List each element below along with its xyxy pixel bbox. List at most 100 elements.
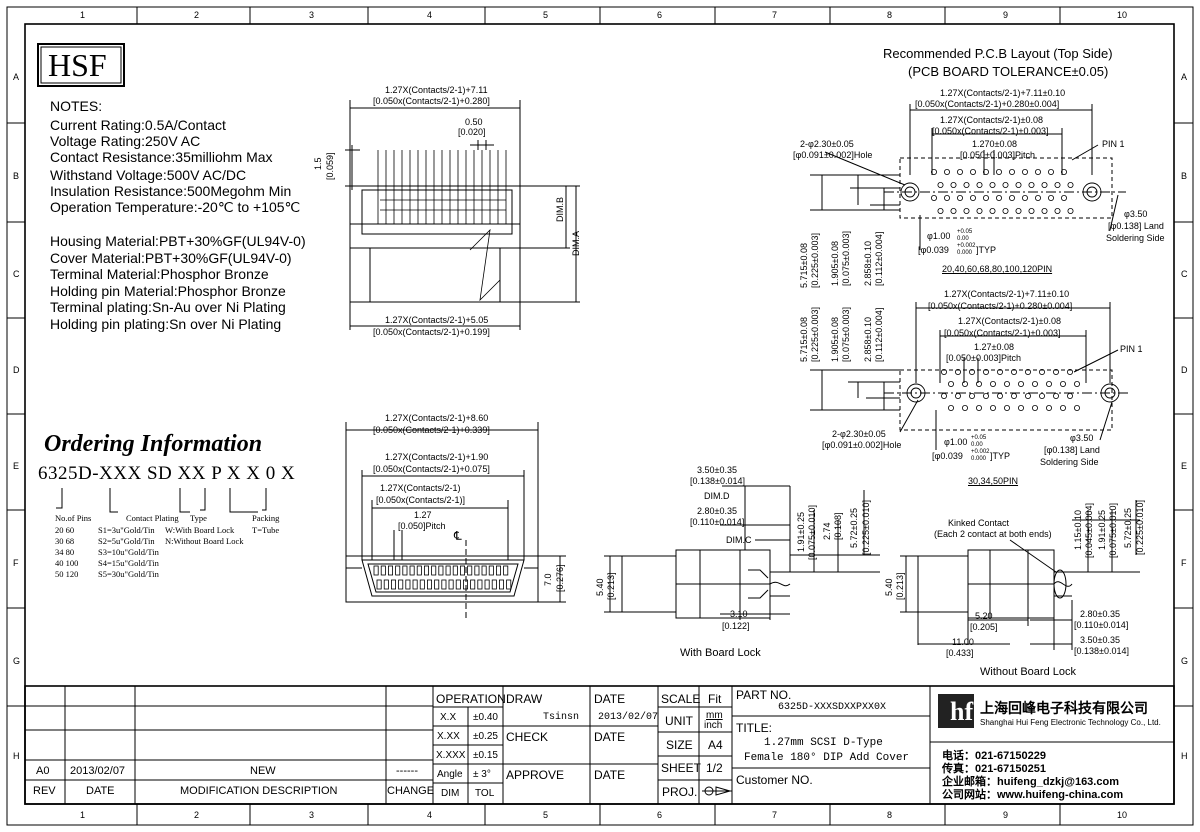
pcb-hole: [990, 404, 997, 411]
dim-label: 1.27X(Contacts/2-1)±0.08: [940, 115, 1043, 125]
tol-key: X.XX: [437, 731, 460, 742]
dim-label-cell: DIM: [441, 788, 460, 799]
contact-slot: [402, 565, 408, 576]
pins-option: 40 100: [55, 558, 79, 568]
pcb-hole: [1067, 392, 1074, 399]
grid-row-label: G: [13, 656, 21, 666]
dim-label: 2.858±0.10: [863, 317, 873, 362]
pcb-hole: [1018, 380, 1025, 387]
drawing-title-line2: Female 180° DIP Add Cover: [744, 752, 910, 764]
customer-label: Customer NO.: [736, 773, 813, 787]
dim-label: 1.27X(Contacts/2-1)+7.11: [385, 85, 488, 95]
change-header: CHANGE: [387, 785, 435, 797]
note-line: Withstand Voltage:500V AC/DC: [50, 167, 247, 183]
pcb-hole: [1025, 368, 1032, 375]
rev-date: 2013/02/07: [70, 765, 126, 777]
contact-slot: [423, 565, 429, 576]
grid-col-label: 10: [1117, 810, 1128, 820]
contact-slot: [448, 579, 454, 590]
pcb-hole: [1039, 368, 1046, 375]
typ-dia: φ1.00: [944, 437, 968, 447]
dim-label: [0.205]: [970, 622, 998, 632]
dim-label: 3.50±0.35: [697, 465, 737, 475]
grid-row-label: E: [1181, 461, 1188, 471]
material-line: Terminal plating:Sn-Au over Ni Plating: [50, 299, 286, 315]
draw-label: DRAW: [506, 692, 543, 706]
dim-label: [0.276]: [555, 564, 565, 592]
pcb-hole: [957, 168, 964, 175]
grid-col-label: 4: [427, 810, 433, 820]
size-value: A4: [708, 738, 723, 752]
typ-dia: ]TYP: [976, 245, 997, 255]
dim-label: [0.225±0.010]: [861, 500, 871, 555]
pcb-hole: [1054, 181, 1061, 188]
dim-label: [0.050x(Contacts/2-1)+0.339]: [373, 425, 490, 435]
pcb-hole: [983, 168, 990, 175]
contact-slot: [452, 565, 458, 576]
view-caption: Without Board Lock: [980, 666, 1076, 678]
grid-row-label: B: [1181, 171, 1188, 181]
dim-label: DIM.A: [571, 230, 581, 256]
tol-up: +0.05: [957, 229, 973, 235]
dim-label: 1.5: [313, 157, 323, 170]
typ-dia: φ1.00: [927, 231, 951, 241]
dim-label: Soldering Side: [1106, 233, 1165, 243]
dim-label: 1.270±0.08: [972, 139, 1017, 149]
pcb-hole: [1028, 181, 1035, 188]
dim-label: 1.27X(Contacts/2-1)+8.60: [385, 413, 489, 423]
col-type: Type: [190, 513, 207, 523]
date-label: DATE: [594, 692, 626, 706]
pcb-hole: [1053, 392, 1060, 399]
title-label: TITLE:: [736, 721, 773, 735]
pcb-hole: [955, 392, 962, 399]
dim-label: [0.050x(Contacts/2-1)±0.003]: [944, 328, 1061, 338]
dim-label: [φ0.091±0.002]Hole: [793, 150, 873, 160]
note-line: Contact Resistance:35milliohm Max: [50, 149, 273, 165]
contact-slot: [434, 579, 440, 590]
drawer-name: Tsinsn: [543, 712, 580, 723]
grid-row-label: A: [13, 72, 20, 82]
pcb-hole: [948, 404, 955, 411]
note-line: Current Rating:0.5A/Contact: [50, 117, 226, 133]
svg-text:hf: hf: [950, 697, 973, 726]
tol-up: +0.002: [971, 449, 990, 455]
grid-col-label: 2: [194, 10, 200, 20]
pcb-hole: [1048, 194, 1055, 201]
rev-change: ------: [396, 765, 418, 777]
dim-label: [φ0.138] Land: [1108, 221, 1164, 231]
plating-option: S1=3u"Gold/Tin: [98, 525, 155, 535]
pcb-hole: [937, 207, 944, 214]
dim-label: [0.050x(Contacts/2-1)±0.003]: [932, 126, 1049, 136]
pcb-hole: [1002, 181, 1009, 188]
dim-label: 2.80±0.35: [1080, 609, 1120, 619]
notes-heading: NOTES:: [50, 98, 103, 114]
sheet-label: SHEET: [661, 761, 702, 775]
company-fax: 传真：021-67150251: [942, 763, 1046, 775]
pcb-hole: [1004, 380, 1011, 387]
grid-col-label: 3: [309, 10, 315, 20]
dim-label: 1.91±0.25: [1097, 510, 1107, 550]
contact-slot: [477, 579, 483, 590]
typ-dia: [φ0.039: [918, 245, 949, 255]
pcb-hole: [1067, 368, 1074, 375]
pcb-hole: [969, 368, 976, 375]
dim-label: 5.72±0.25: [1123, 508, 1133, 548]
company-email: 企业邮箱：huifeng_dzkj@163.com: [942, 776, 1119, 788]
contact-slot: [495, 565, 501, 576]
note-line: Operation Temperature:-20℃ to +105℃: [50, 199, 301, 215]
contact-slot: [491, 579, 497, 590]
material-line: Holding pin Material:Phosphor Bronze: [50, 283, 286, 299]
dim-label: 2-φ2.30±0.05: [832, 429, 886, 439]
pin-count-label: 30,34,50PIN: [968, 476, 1019, 486]
pcb-hole: [1061, 168, 1068, 175]
dim-label: 11.00: [952, 637, 974, 647]
dim-label: Soldering Side: [1040, 457, 1099, 467]
view-caption: With Board Lock: [680, 647, 761, 659]
contact-slot: [395, 565, 401, 576]
dim-label: [0.110±0.014]: [690, 517, 745, 527]
contact-slot: [470, 579, 476, 590]
pcb-hole: [1011, 392, 1018, 399]
contact-slot: [498, 579, 504, 590]
typ-dia: ]TYP: [990, 451, 1011, 461]
dim-label: [0.138±0.014]: [1074, 646, 1129, 656]
